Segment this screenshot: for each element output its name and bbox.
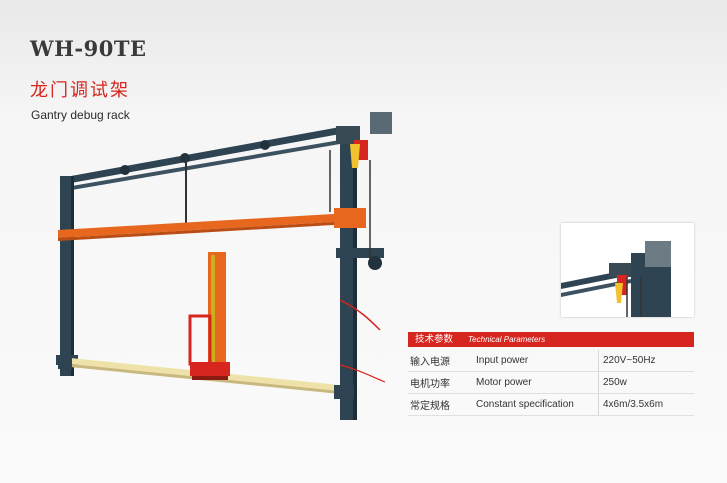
parameters-table: 输入电源 Input power 220V~50Hz 电机功率 Motor po… xyxy=(408,350,694,416)
product-model: WH-90TE xyxy=(30,36,147,61)
product-title-en: Gantry debug rack xyxy=(31,108,130,122)
param-value: 4x6m/3.5x6m xyxy=(598,393,694,416)
param-label-cn: 电机功率 xyxy=(408,371,466,394)
detail-thumbnail xyxy=(561,223,694,317)
parameters-heading-en: Technical Parameters xyxy=(460,332,694,347)
param-label-en: Constant specification xyxy=(466,393,599,416)
param-label-cn: 输入电源 xyxy=(408,350,466,372)
param-label-en: Input power xyxy=(466,350,599,372)
param-value: 220V~50Hz xyxy=(598,350,694,372)
motor-detail-image xyxy=(561,223,694,317)
param-value: 250w xyxy=(598,371,694,394)
technical-parameters: 技术参数 Technical Parameters 输入电源 Input pow… xyxy=(408,332,694,416)
param-row: 常定规格 Constant specification 4x6m/3.5x6m xyxy=(408,393,694,416)
param-row: 输入电源 Input power 220V~50Hz xyxy=(408,350,694,372)
param-row: 电机功率 Motor power 250w xyxy=(408,371,694,394)
param-label-cn: 常定规格 xyxy=(408,393,466,416)
gantry-rack-image xyxy=(56,112,392,420)
product-title-cn: 龙门调试架 xyxy=(30,80,130,101)
parameters-heading-cn: 技术参数 xyxy=(408,332,461,347)
parameters-header: 技术参数 Technical Parameters xyxy=(408,332,694,347)
param-label-en: Motor power xyxy=(466,371,599,394)
